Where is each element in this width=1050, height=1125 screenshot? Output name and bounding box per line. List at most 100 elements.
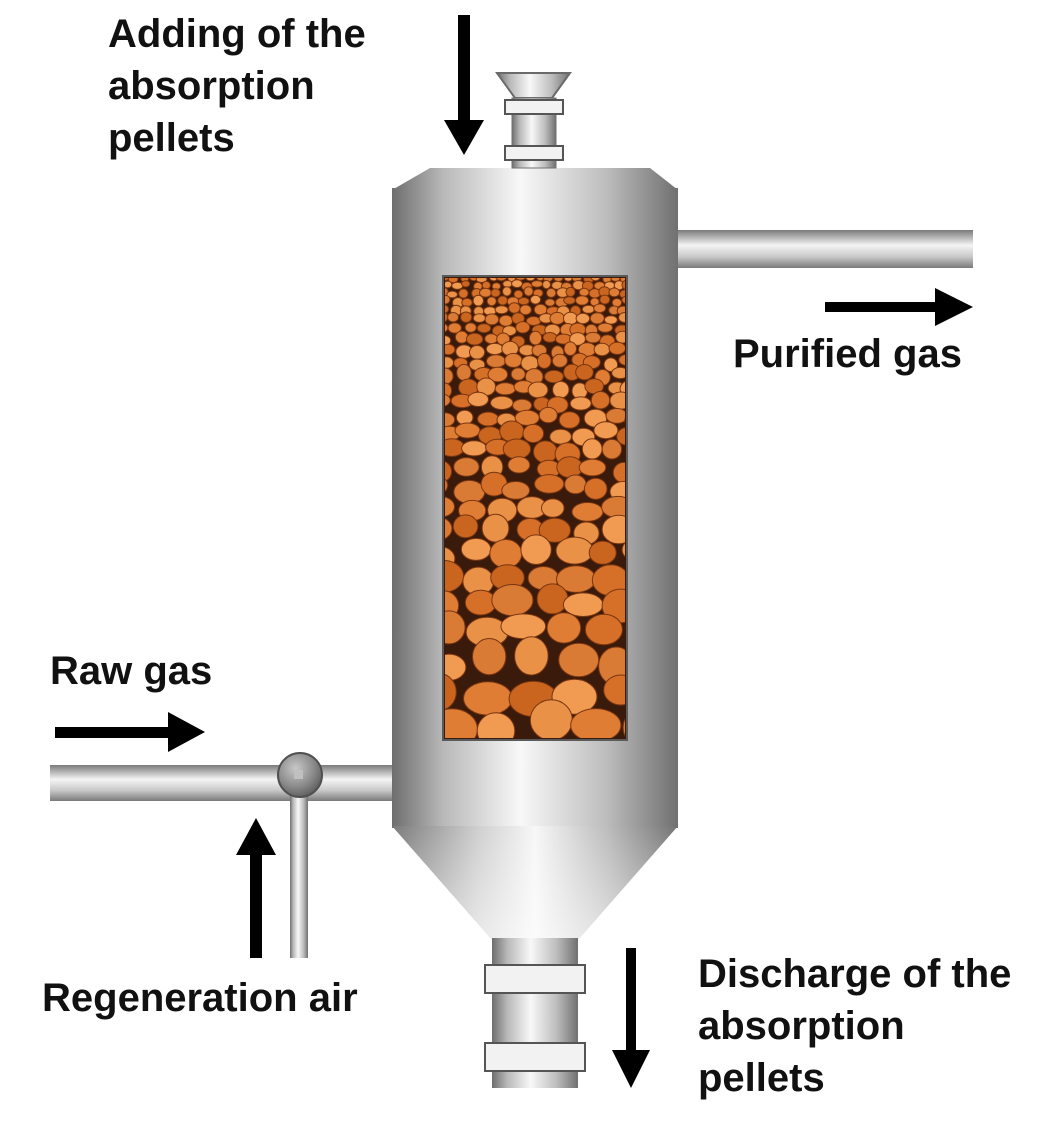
discharge-label-line-2: absorption [698,1004,905,1048]
pellet [575,364,594,381]
pellet [511,279,523,289]
pellet [590,278,601,282]
pellet [525,278,536,282]
pellet [504,352,523,368]
pellet [616,427,625,446]
pellet-bed-icon [445,278,625,738]
pellet [527,381,549,399]
purified-arrow-icon [825,288,973,326]
pellet [484,313,500,326]
adding-label-line-3: pellets [108,116,235,160]
pellet [502,286,512,297]
pellet [487,366,509,383]
pellet [603,674,625,706]
pellet [491,584,534,617]
pellet [593,421,619,440]
discharge-label: Discharge of the absorption pellets [698,948,1011,1104]
pellet [542,280,551,290]
pellet [455,409,474,426]
pellet [510,367,526,381]
pellet [584,331,602,344]
pellet [544,369,564,384]
pellet [460,311,473,323]
adding-label-line-2: absorption [108,64,315,108]
pellet [563,296,576,305]
pellet [515,321,531,334]
pellet [472,638,507,676]
pellet [611,366,625,380]
pellet [563,278,573,282]
pellet [601,514,625,545]
pellet [619,289,625,299]
pellet [498,314,514,327]
pellet [569,396,592,411]
pellet [445,393,451,407]
pellet [494,305,509,315]
pellet [581,438,603,460]
pellet [489,539,523,569]
discharge-flange-top [484,964,586,994]
pellet [603,357,619,373]
pellet [537,352,552,369]
outlet-pipe [675,230,973,268]
pellet [445,518,453,540]
pellet [590,391,611,410]
pellet [445,674,457,710]
pellet [461,297,473,308]
pellet [538,406,558,424]
pellet [464,322,477,333]
pellet [445,610,466,645]
discharge-arrow-icon [612,948,650,1088]
pellet [453,457,480,477]
feed-hopper [495,72,572,99]
pellet [603,315,618,325]
pellet [538,517,571,543]
pellet [529,699,573,738]
pellet [520,534,552,566]
adding-label-line-1: Adding of the [108,12,366,56]
pellet [578,287,590,297]
pellet [454,422,481,439]
pellet [497,295,509,306]
pellet [517,297,530,306]
pellet [622,718,625,737]
pellet [472,294,484,307]
pellet [535,278,545,282]
regeneration-pipe [290,790,308,958]
vessel-cone-shade [392,826,678,940]
pellet [507,456,531,474]
pellet [589,312,605,325]
pellet [508,302,521,314]
discharge-flange-bottom [484,1042,586,1072]
pellet [445,280,453,289]
pellet [544,298,556,307]
feed-flange-top [504,99,564,115]
pellet [460,537,492,561]
pellet [605,408,625,424]
pellet [486,296,497,307]
feed-flange-bottom [504,145,564,161]
pellet [597,322,614,333]
pellet [476,323,492,334]
pellet [618,312,625,323]
raw-arrow-icon [55,712,205,752]
regeneration-air-label: Regeneration air [42,976,358,1020]
pellet [558,642,600,678]
discharge-label-line-3: pellets [698,1056,825,1100]
adding-arrow-icon [444,15,484,155]
pellet [558,411,581,429]
pellet [481,513,510,543]
discharge-label-line-1: Discharge of the [698,952,1012,996]
pellet [445,367,454,385]
pellet [534,474,565,494]
pellet [621,295,625,304]
pellet [571,502,604,522]
regeneration-arrow-icon [236,818,276,958]
pellet [542,332,558,343]
pellet [502,438,532,460]
pellet [445,304,450,314]
pellet [486,354,506,369]
pellet [445,343,456,356]
pellet [541,498,565,518]
pellet [529,294,542,305]
